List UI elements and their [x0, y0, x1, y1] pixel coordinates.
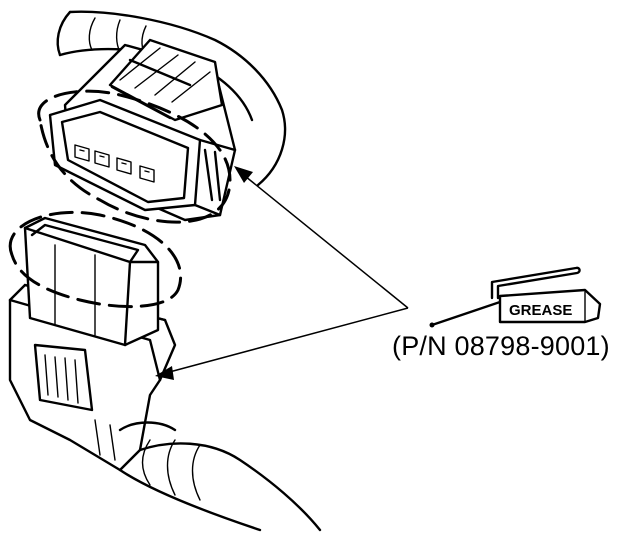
upper-grease-area — [37, 89, 232, 224]
part-number-label: (P/N 08798-9001) — [392, 331, 610, 361]
lower-arrow-head — [155, 366, 174, 380]
grease-tube-body — [498, 288, 602, 324]
upper-terminal-cavities — [74, 144, 155, 183]
lower-connector-lock-tab — [33, 343, 94, 412]
lower-connector-plug — [23, 216, 160, 347]
lower-connector — [8, 210, 322, 532]
upper-arrow-head — [234, 166, 253, 183]
grease-label: GREASE — [509, 302, 572, 319]
upper-wire-harness — [56, 10, 287, 187]
upper-connector — [37, 10, 287, 224]
grease-tube-icon: GREASE — [429, 266, 602, 328]
lower-grease-area — [8, 210, 183, 308]
leader-lines — [155, 166, 409, 380]
lower-wire-harness — [94, 419, 322, 532]
